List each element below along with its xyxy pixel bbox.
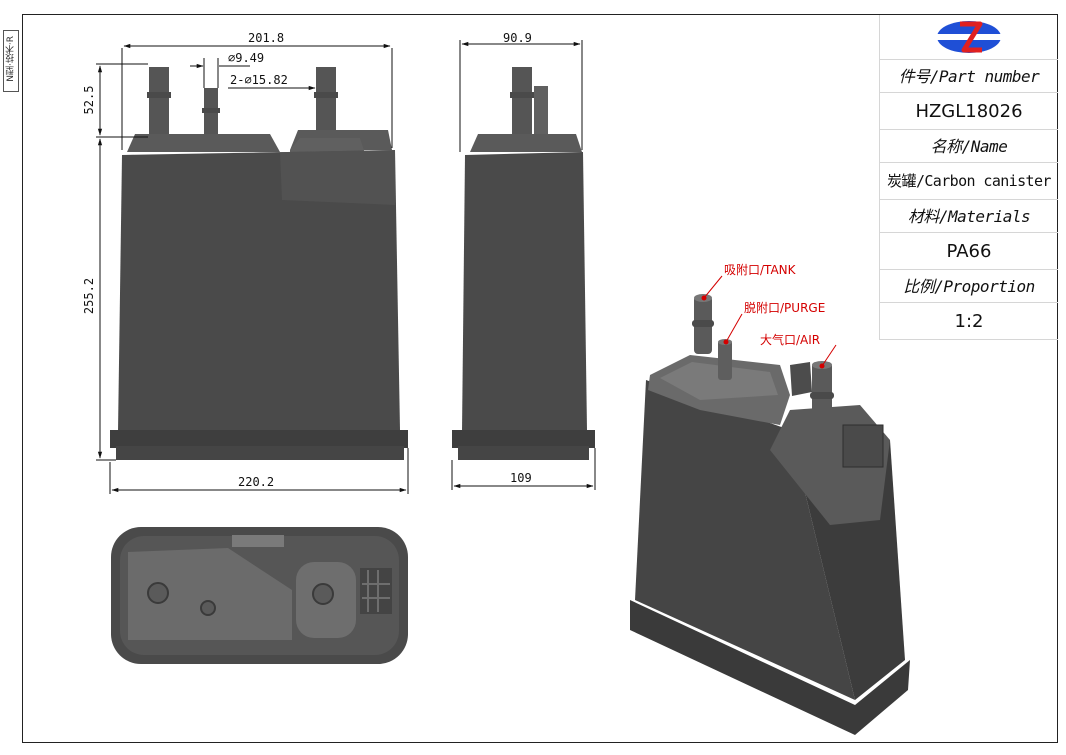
dim-top-width: 201.8 bbox=[248, 31, 284, 45]
name-value: 炭罐/Carbon canister bbox=[879, 163, 1058, 200]
dim-large-diameter: 2-∅15.82 bbox=[230, 73, 288, 87]
callout-purge: 脱附口/PURGE bbox=[744, 300, 825, 315]
dim-small-diameter: ∅9.49 bbox=[228, 51, 264, 65]
part-number-value: HZGL18026 bbox=[879, 93, 1058, 130]
dim-side-base-width: 109 bbox=[510, 471, 532, 485]
proportion-label: 比例/Proportion bbox=[879, 270, 1058, 303]
drawing-frame bbox=[22, 14, 1058, 743]
logo-cell bbox=[879, 15, 1058, 60]
name-label: 名称/Name bbox=[879, 130, 1058, 163]
isometric-view bbox=[630, 294, 910, 735]
callout-tank: 吸附口/TANK bbox=[724, 263, 797, 277]
dim-base-width: 220.2 bbox=[238, 475, 274, 489]
side-margin-box bbox=[3, 30, 19, 92]
callout-air: 大气口/AIR bbox=[760, 332, 820, 347]
side-dimensions bbox=[451, 40, 596, 490]
side-view bbox=[452, 67, 595, 460]
part-number-label: 件号/Part number bbox=[879, 60, 1058, 93]
dim-body-height: 255.2 bbox=[82, 278, 96, 314]
dim-nozzle-height: 52.5 bbox=[82, 86, 96, 115]
materials-label: 材料/Materials bbox=[879, 200, 1058, 233]
callout-leaders bbox=[703, 275, 837, 367]
top-view bbox=[111, 527, 408, 664]
title-block: 件号/Part number HZGL18026 名称/Name 炭罐/Carb… bbox=[879, 15, 1058, 340]
company-logo-icon bbox=[937, 21, 1001, 53]
dim-side-top-width: 90.9 bbox=[503, 31, 532, 45]
materials-value: PA66 bbox=[879, 233, 1058, 270]
front-view bbox=[110, 67, 408, 460]
callout-dots bbox=[701, 295, 825, 369]
front-dimensions bbox=[96, 43, 409, 494]
proportion-value: 1:2 bbox=[879, 303, 1058, 340]
